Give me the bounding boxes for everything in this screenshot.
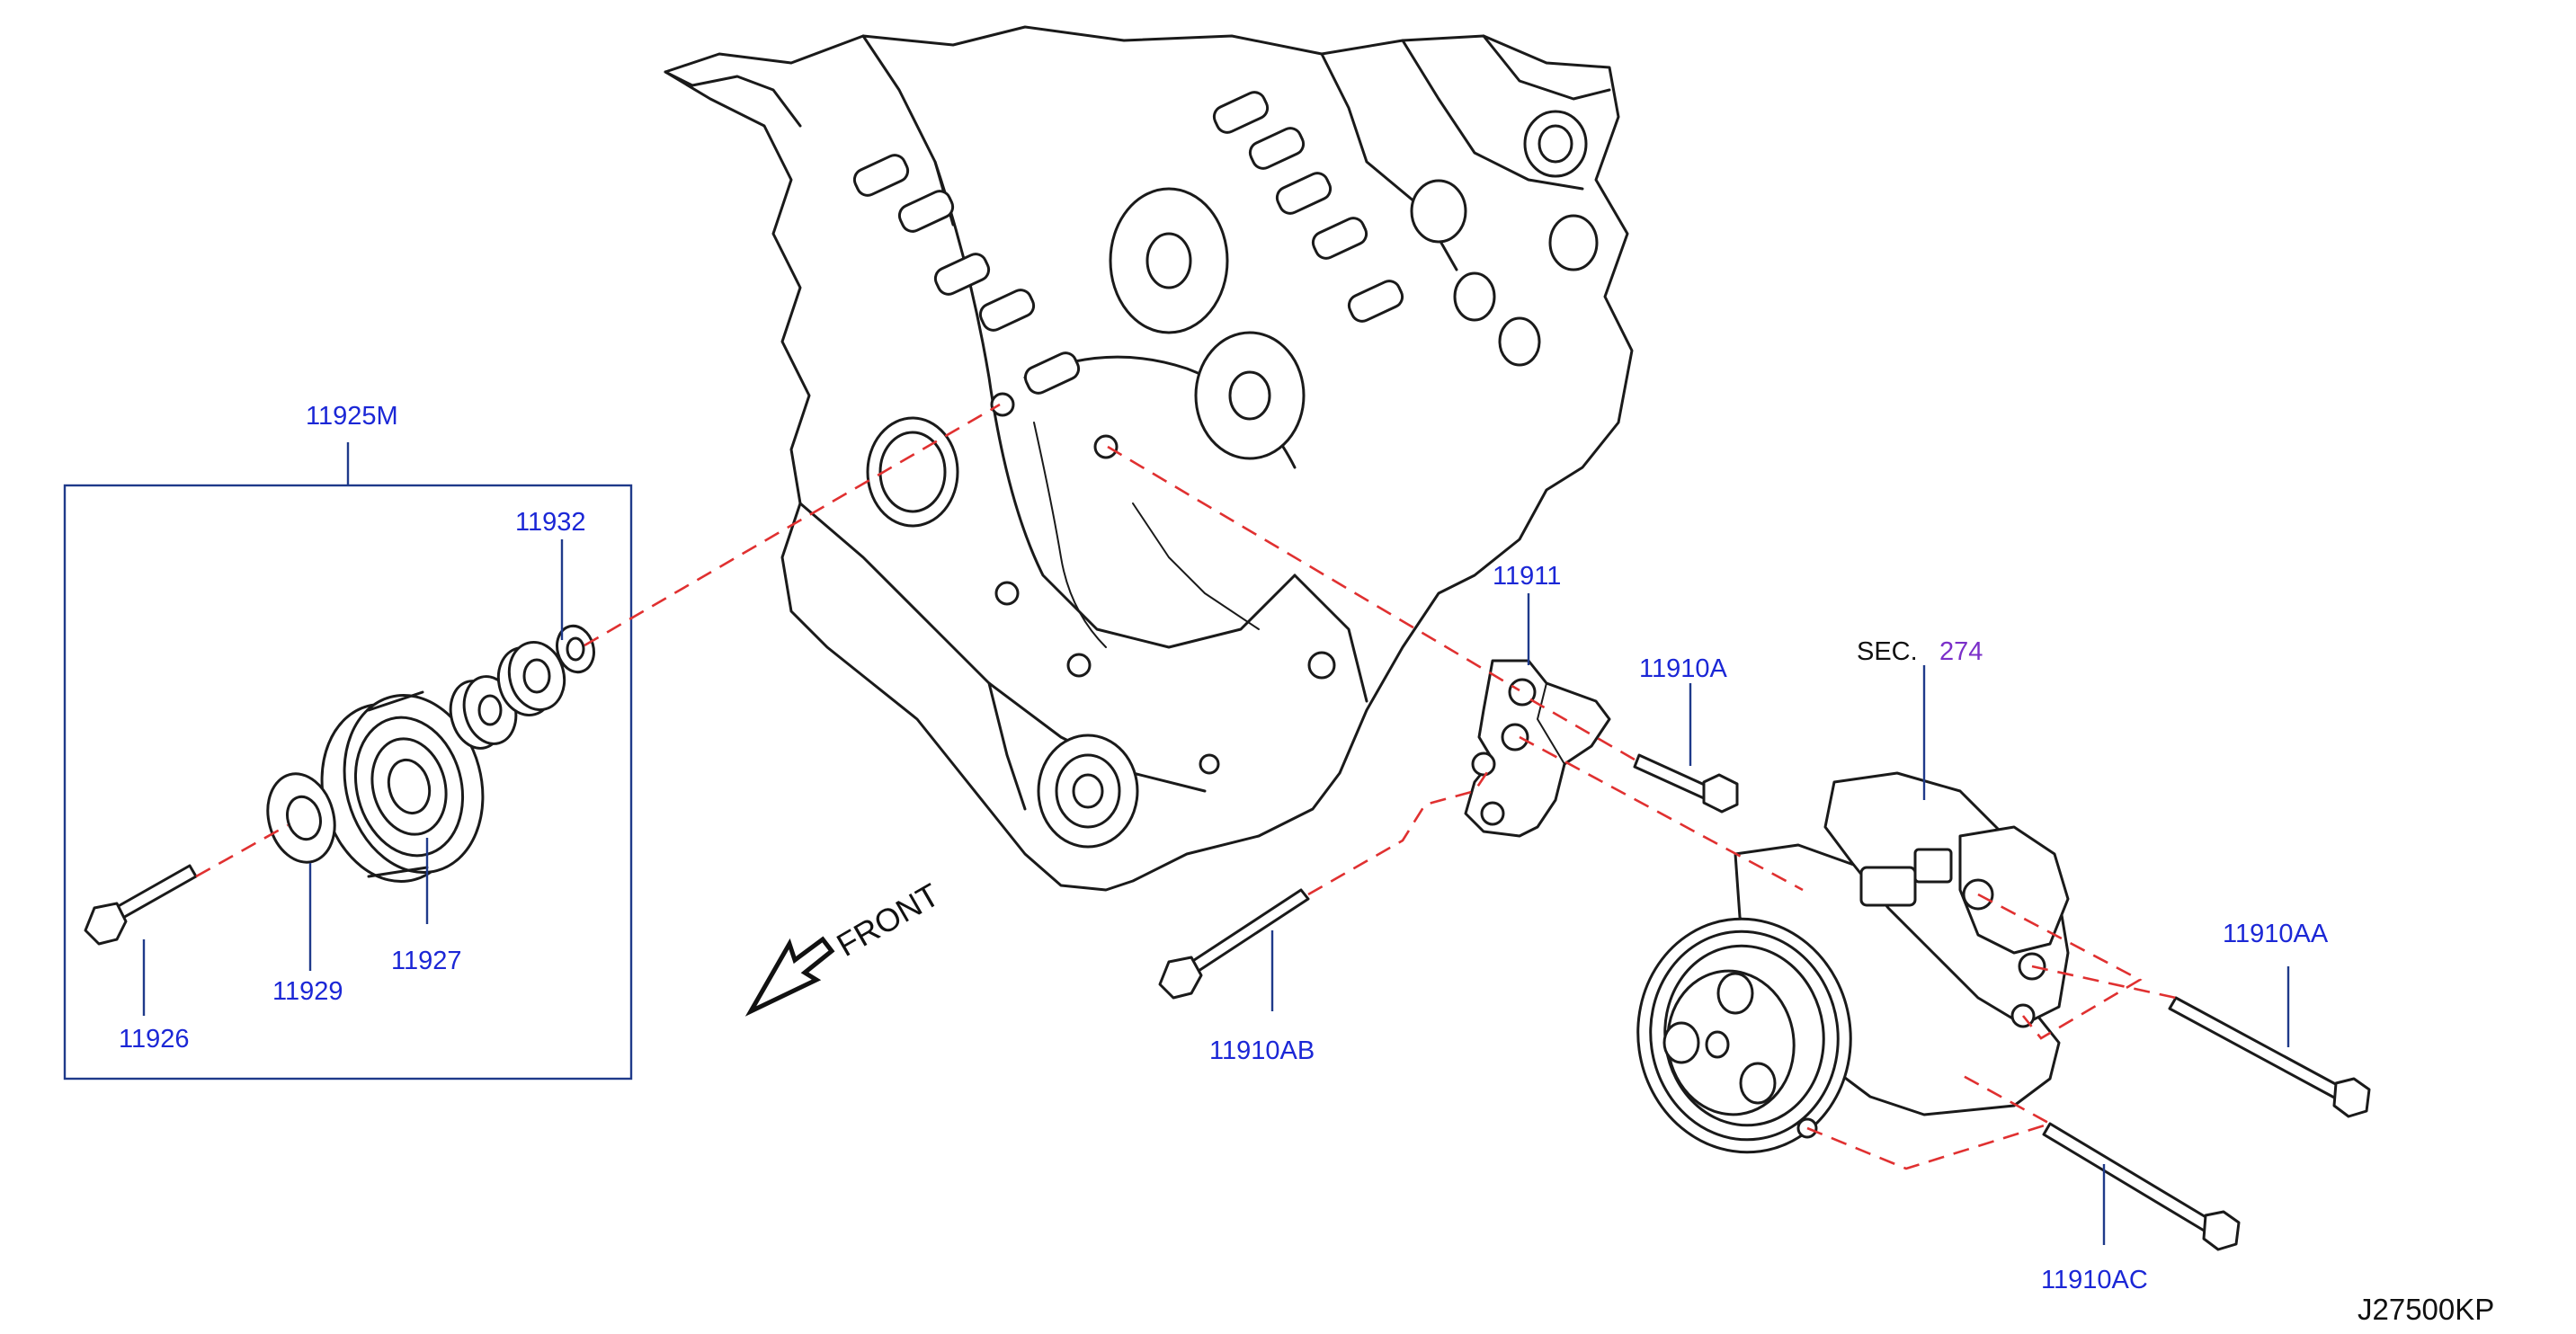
bolt-11910ab bbox=[1158, 888, 1310, 1000]
section-number-link[interactable]: 274 bbox=[1939, 637, 1983, 666]
bolt-11910ac bbox=[2042, 1122, 2241, 1251]
drawing-code: J27500KP bbox=[2358, 1293, 2494, 1326]
front-label: FRONT bbox=[831, 876, 946, 964]
washer-11929 bbox=[266, 772, 336, 864]
bolt-11926 bbox=[84, 864, 198, 946]
part-label-11929: 11929 bbox=[272, 977, 343, 1006]
cap-11932 bbox=[556, 624, 595, 674]
bolt-11910aa bbox=[2168, 996, 2371, 1118]
part-label-11926: 11926 bbox=[119, 1025, 190, 1054]
dust-cover bbox=[496, 640, 566, 717]
alignment-lines bbox=[195, 403, 2177, 1170]
part-label-11925m: 11925M bbox=[306, 402, 398, 431]
compressor bbox=[1636, 771, 2070, 1154]
engine-block bbox=[664, 25, 1634, 892]
section-reference[interactable]: SEC. 274 bbox=[1857, 637, 1983, 666]
compressor-bracket bbox=[1464, 659, 1611, 838]
part-label-11932: 11932 bbox=[515, 508, 586, 537]
part-label-11910ab: 11910AB bbox=[1209, 1036, 1315, 1065]
part-label-11910aa: 11910AA bbox=[2223, 920, 2329, 948]
part-label-11927: 11927 bbox=[391, 947, 462, 975]
front-arrow-icon bbox=[744, 936, 835, 1017]
part-label-11910a: 11910A bbox=[1639, 654, 1727, 683]
section-prefix: SEC. bbox=[1857, 637, 1918, 666]
part-label-11911: 11911 bbox=[1493, 562, 1561, 591]
leader-lines bbox=[142, 539, 2290, 1245]
part-label-11910ac: 11910AC bbox=[2041, 1266, 2148, 1294]
bolt-11910a bbox=[1633, 753, 1739, 814]
